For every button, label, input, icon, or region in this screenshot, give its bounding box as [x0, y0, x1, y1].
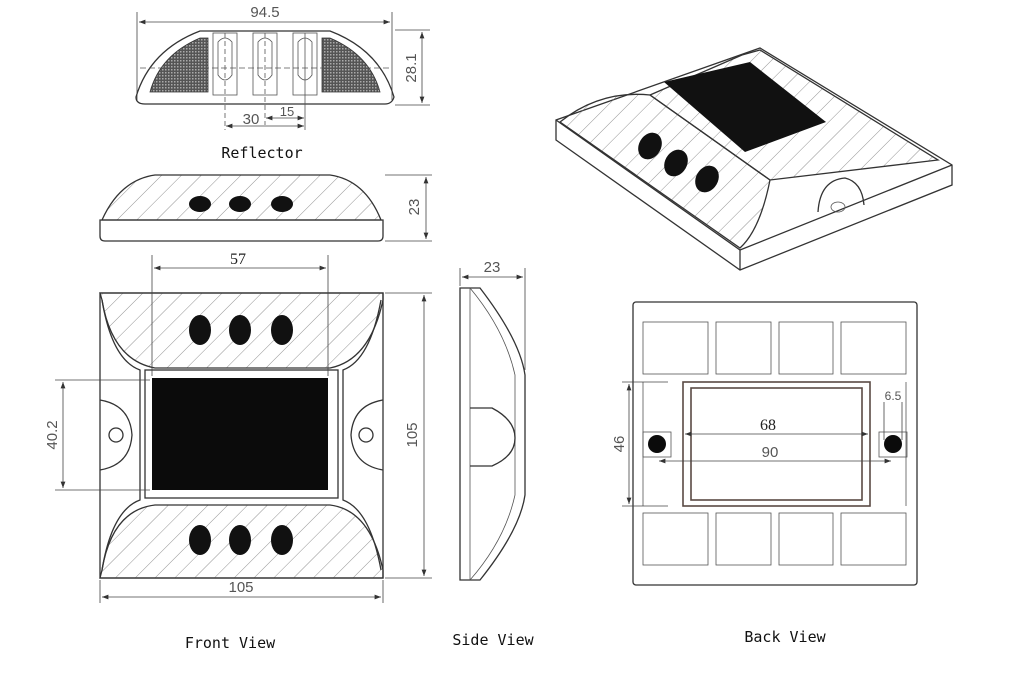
side-view: 23 Side View	[452, 259, 534, 649]
perspective-view	[555, 47, 953, 271]
reflector-view: 94.5 30 15 28.1 Reflector	[135, 4, 430, 162]
side-view-label: Side View	[452, 631, 534, 649]
elevation-view: 23	[99, 174, 432, 242]
dim-back-inner-width: 68	[760, 417, 776, 434]
dim-back-hole-spacing: 90	[762, 444, 779, 461]
dim-front-panel-width: 57	[230, 251, 246, 268]
front-view: 57 40.2 105 105 Front View	[44, 251, 432, 652]
dim-reflector-30: 30	[243, 111, 260, 128]
dim-back-hole-diameter: 6.5	[885, 389, 902, 403]
front-view-label: Front View	[185, 634, 276, 652]
dim-front-height: 105	[404, 422, 421, 447]
dim-reflector-height: 28.1	[403, 53, 420, 82]
dim-top-height: 23	[406, 199, 423, 216]
dim-front-width: 105	[228, 579, 253, 596]
dim-back-height: 46	[611, 436, 628, 453]
back-view-label: Back View	[744, 628, 826, 646]
dim-reflector-width: 94.5	[250, 4, 279, 21]
dim-side-width: 23	[484, 259, 501, 276]
back-view: 68 90 46 6.5 Back View	[611, 301, 918, 646]
reflector-label: Reflector	[221, 144, 302, 162]
dim-front-panel-height: 40.2	[44, 420, 61, 449]
dim-reflector-15: 15	[280, 104, 294, 119]
